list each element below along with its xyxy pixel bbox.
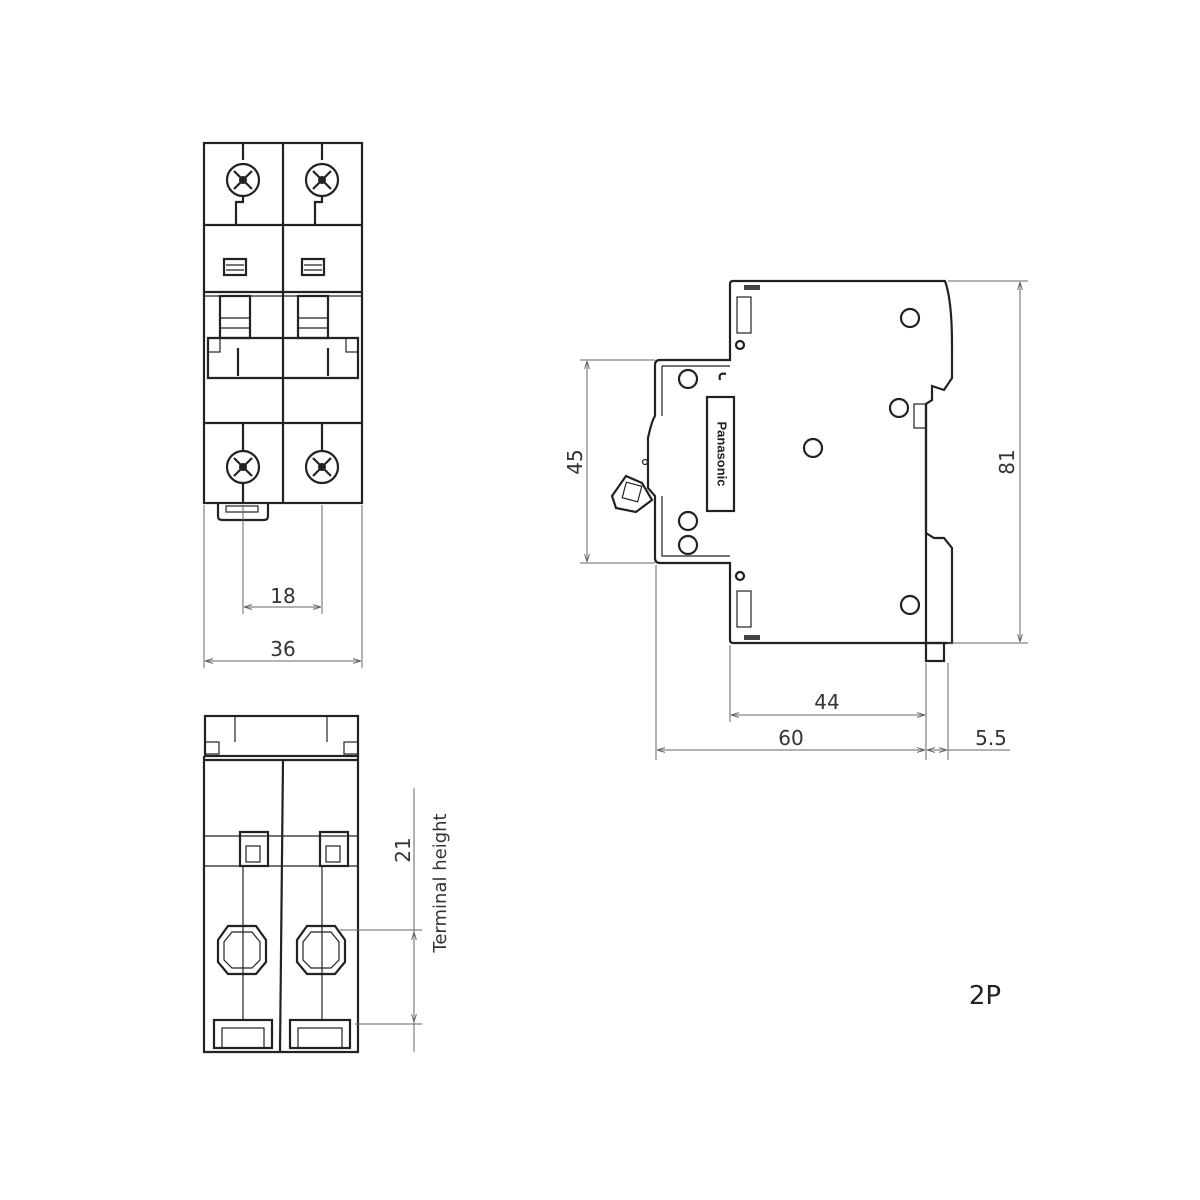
- screw-icon: [304, 449, 340, 485]
- terminal-height-dimension: 21 Terminal height: [340, 788, 451, 1052]
- front-dimensions: 18 36: [203, 505, 363, 668]
- side-dimensions: 45 81 44 60 5.5: [563, 280, 1028, 760]
- bottom-view: [202, 714, 360, 1054]
- screw-icon: [225, 162, 261, 198]
- terminal-height-label: Terminal height: [430, 813, 451, 953]
- dim-total-height: 81: [995, 449, 1019, 474]
- dim-front-width: 36: [270, 637, 295, 661]
- screw-icon: [304, 162, 340, 198]
- dim-front-depth: 44: [814, 690, 839, 714]
- dim-terminal-height: 21: [391, 837, 415, 862]
- din-clip: [610, 474, 654, 514]
- dim-total-depth: 60: [778, 726, 803, 750]
- front-view: [202, 141, 364, 522]
- dim-rail-height: 45: [563, 449, 587, 474]
- dim-rail-offset: 5.5: [975, 726, 1007, 750]
- screw-icon: [225, 449, 261, 485]
- dim-pole-pitch: 18: [270, 584, 295, 608]
- panasonic-logo: Panasonic: [715, 421, 730, 486]
- side-view: Panasonic: [610, 279, 954, 663]
- variant-label: 2P: [969, 981, 1001, 1011]
